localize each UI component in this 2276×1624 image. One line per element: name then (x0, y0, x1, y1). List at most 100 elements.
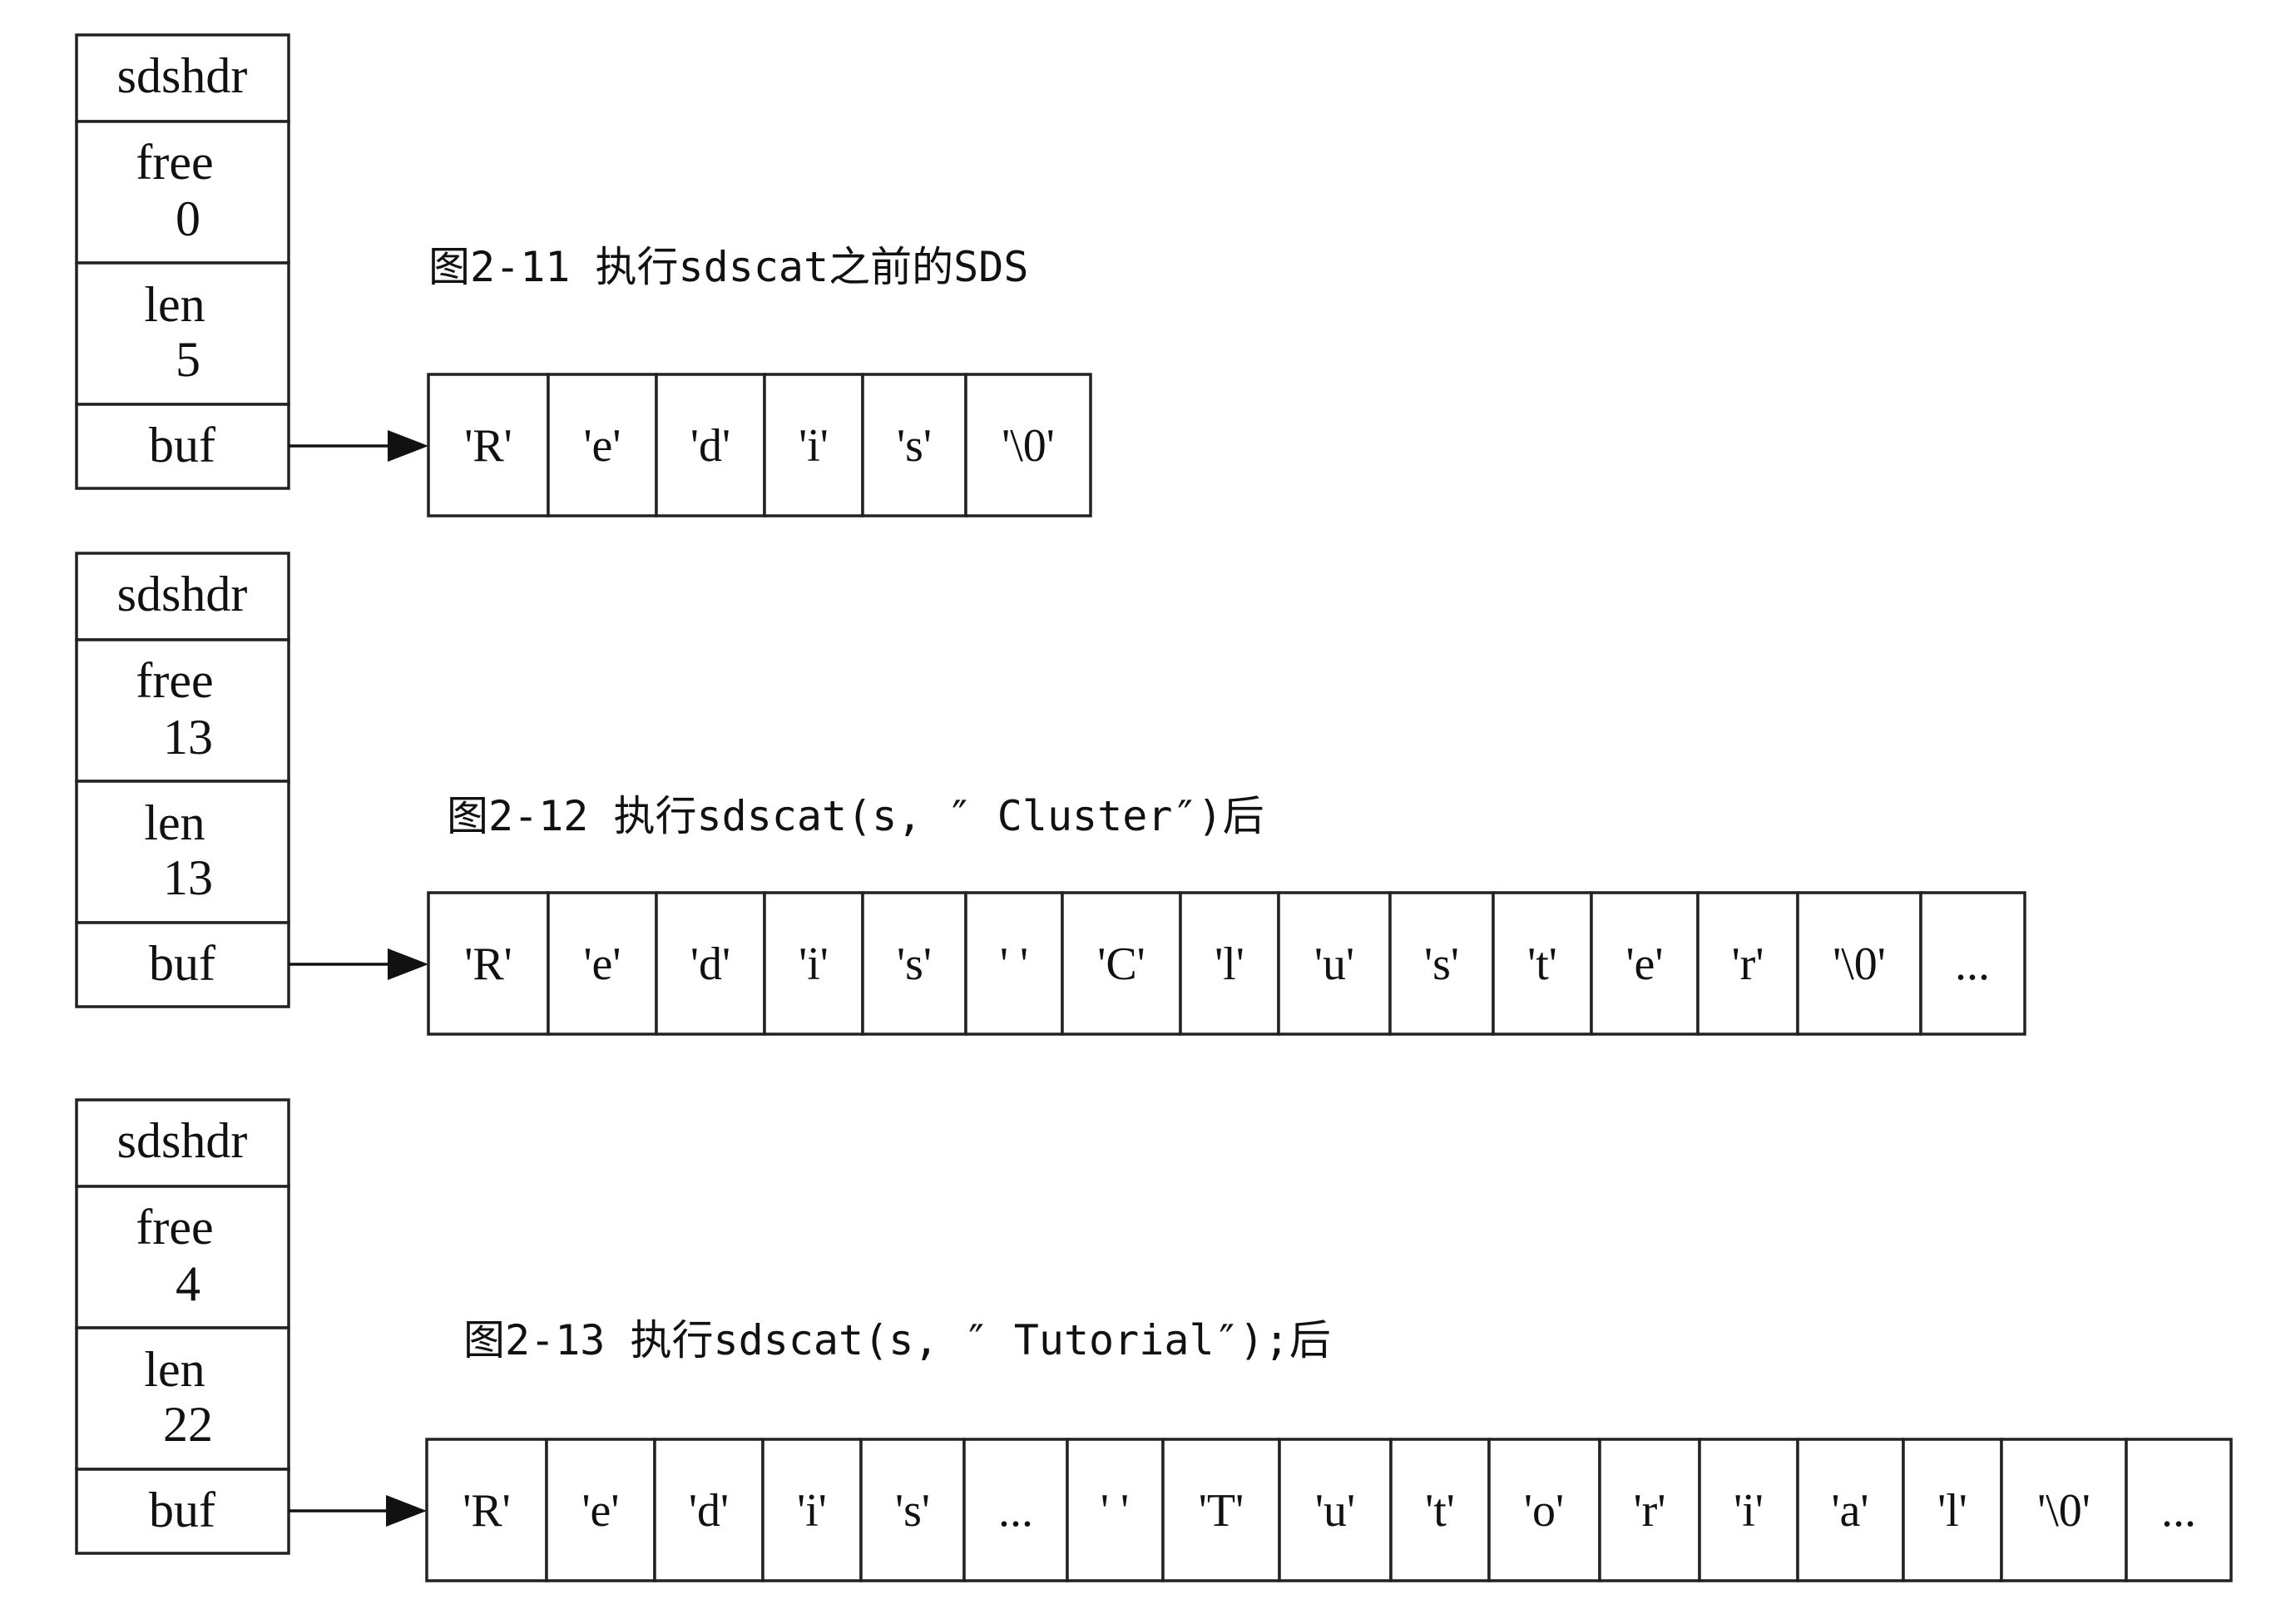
buf-field (75, 1468, 290, 1555)
sdshdr-struct: sdshdr free 4 len 22 buf (75, 1098, 290, 1555)
sdshdr-title: sdshdr (117, 48, 248, 103)
buffer-cell (861, 373, 967, 517)
buf-pointer-arrow (289, 948, 428, 980)
buffer-cell-text: 'a' (1831, 1485, 1868, 1537)
buffer-cell (1590, 891, 1700, 1036)
buffer-cell-text: 'd' (690, 938, 730, 990)
buffer-cell-text: 'l' (1215, 938, 1244, 990)
buffer-cell-text: ... (1955, 938, 1990, 990)
char-buffer: 'R' 'e' 'd' 'i' 's' ... ' ' 'T' 'u' 't' … (425, 1438, 2233, 1582)
free-field (75, 638, 290, 783)
buffer-cell-text: 'R' (463, 1485, 511, 1537)
buffer-cell-text: ' ' (1000, 938, 1028, 990)
buf-pointer-arrow (289, 430, 428, 462)
buffer-cell-text: 's' (1424, 938, 1459, 990)
sdshdr-struct: sdshdr free 0 len 5 buf (75, 33, 290, 490)
buffer-cell (1796, 1438, 1905, 1582)
figure-2-12: sdshdr free 13 len 13 buf 图2-12 执行sdscat… (75, 552, 2026, 1036)
buffer-cell-text: ... (998, 1485, 1033, 1537)
buffer-cell (1277, 891, 1392, 1036)
buffer-cell-text: 'e' (583, 938, 621, 990)
buffer-cell (547, 891, 658, 1036)
figure-2-13: sdshdr free 4 len 22 buf 图2-13 执行sdscat(… (75, 1098, 2233, 1582)
buffer-cell (427, 891, 550, 1036)
free-value: 4 (176, 1256, 200, 1311)
sdshdr-title-cell (75, 1098, 290, 1188)
buffer-cell (761, 1438, 863, 1582)
buffer-cell-text: 'R' (464, 420, 512, 472)
buffer-cell-text: 'l' (1937, 1485, 1967, 1537)
free-value: 13 (163, 710, 213, 765)
buffer-cell-text: '\0' (1833, 938, 1886, 990)
figure-2-11: sdshdr free 0 len 5 buf 图2-11 执行sdscat之前… (75, 33, 1092, 517)
figure-caption: 图2-11 执行sdscat之前的SDS (428, 243, 1028, 291)
buffer-cell-text: 'u' (1315, 1485, 1355, 1537)
buffer-cell (1179, 891, 1280, 1036)
sdshdr-title-cell (75, 33, 290, 123)
buffer-cell (859, 1438, 966, 1582)
buffer-cell (1389, 1438, 1491, 1582)
buffer-cell-text: 'o' (1524, 1485, 1564, 1537)
buffer-cell-text: 'e' (583, 420, 621, 472)
free-field (75, 120, 290, 265)
buffer-cell-text: 'e' (1625, 938, 1663, 990)
arrow-head-icon (386, 1495, 427, 1527)
buf-label: buf (149, 936, 215, 991)
buffer-cell (545, 1438, 656, 1582)
buffer-cell-text: 'i' (1734, 1485, 1764, 1537)
free-field (75, 1185, 290, 1329)
buffer-cell-text: 'e' (581, 1485, 619, 1537)
buf-label: buf (149, 418, 215, 473)
buffer-cell (1902, 1438, 2003, 1582)
len-field (75, 261, 290, 406)
buffer-cell-text: 'd' (690, 420, 730, 472)
arrow-head-icon (388, 430, 428, 462)
buffer-cell (2125, 1438, 2233, 1582)
buffer-cell (2000, 1438, 2128, 1582)
char-buffer: 'R' 'e' 'd' 'i' 's' '\0' (427, 373, 1092, 517)
buffer-cell-text: 'C' (1097, 938, 1145, 990)
buffer-cell (964, 373, 1092, 517)
sdshdr-struct: sdshdr free 13 len 13 buf (75, 552, 290, 1008)
buffer-cell-text: 't' (1527, 938, 1557, 990)
buffer-cell (962, 1438, 1069, 1582)
len-label: len (144, 277, 205, 332)
buffer-cell-text: '\0' (2037, 1485, 2090, 1537)
sdshdr-title: sdshdr (117, 1113, 248, 1168)
buffer-cell-text: 's' (897, 938, 932, 990)
buffer-cell (655, 891, 766, 1036)
sdshdr-title-cell (75, 552, 290, 641)
buffer-cell-text: 'i' (797, 1485, 827, 1537)
arrow-head-icon (388, 948, 428, 980)
buffer-cell-text: 'u' (1314, 938, 1354, 990)
len-value: 13 (163, 850, 213, 905)
buffer-cell (964, 891, 1064, 1036)
len-label: len (144, 1342, 205, 1397)
buffer-cell (1698, 1438, 1799, 1582)
buffer-cell (1161, 1438, 1281, 1582)
buffer-cell-text: 's' (895, 1485, 930, 1537)
free-value: 0 (176, 191, 200, 246)
buf-field (75, 921, 290, 1008)
buf-pointer-arrow (289, 1495, 427, 1527)
buffer-cell (1061, 891, 1182, 1036)
len-field (75, 780, 290, 924)
buffer-cell (1919, 891, 2026, 1036)
len-label: len (144, 795, 205, 850)
buffer-cell-text: 'i' (799, 938, 829, 990)
char-buffer: 'R' 'e' 'd' 'i' 's' ' ' 'C' 'l' 'u' 's' … (427, 891, 2026, 1036)
buffer-cell-text: 'r' (1634, 1485, 1666, 1537)
buffer-cell (1388, 891, 1495, 1036)
buffer-cell-text: 'd' (689, 1485, 729, 1537)
len-value: 5 (176, 332, 200, 387)
buffer-cell (1696, 891, 1799, 1036)
figure-caption: 图2-12 执行sdscat(s, ″ Cluster″)后 (447, 792, 1264, 840)
buffer-cell (547, 373, 658, 517)
free-label: free (136, 653, 213, 708)
buffer-cell-text: 'i' (799, 420, 829, 472)
buffer-cell-text: 'T' (1199, 1485, 1244, 1537)
free-label: free (136, 135, 213, 190)
buffer-cell-text: 's' (897, 420, 932, 472)
sdshdr-title: sdshdr (117, 567, 248, 621)
